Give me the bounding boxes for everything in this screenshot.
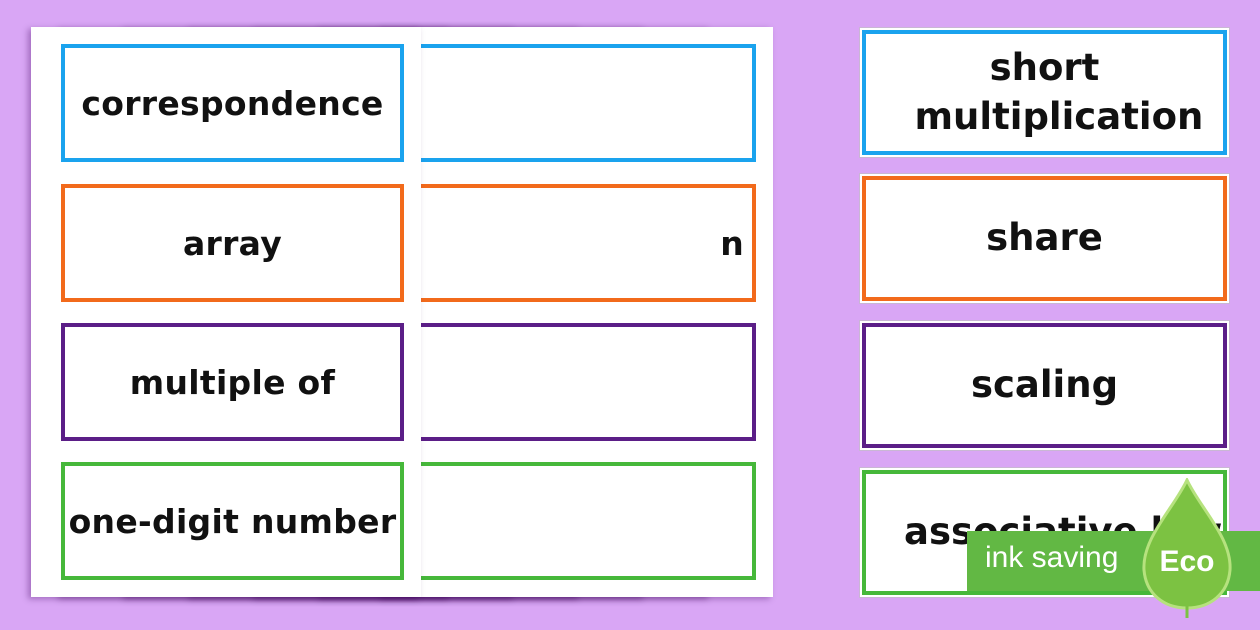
word-card-one-digit-number: one-digit number bbox=[61, 462, 404, 580]
word-card-label: one-digit number bbox=[68, 501, 397, 541]
background-card-fragment: n bbox=[720, 223, 744, 263]
ink-saving-label: ink saving bbox=[985, 541, 1119, 574]
word-card-label: array bbox=[182, 223, 283, 263]
background-word-card: n bbox=[413, 184, 756, 302]
eco-logo-text: Eco bbox=[1159, 545, 1214, 578]
word-card-label: multiple of bbox=[129, 362, 336, 402]
word-card-multiple-of: multiple of bbox=[61, 323, 404, 441]
word-card-label: short multiplication bbox=[914, 46, 1204, 138]
word-card-label: scaling bbox=[970, 363, 1119, 407]
word-card-array: array bbox=[61, 184, 404, 302]
word-card-label: correspondence bbox=[81, 83, 384, 123]
word-card-correspondence: correspondence bbox=[61, 44, 404, 162]
background-sheet: n bbox=[383, 27, 773, 597]
word-card-share: share bbox=[862, 176, 1227, 301]
background-word-card bbox=[413, 323, 756, 441]
word-card-short-multiplication: short multiplication bbox=[862, 30, 1227, 155]
leaf-icon: Eco bbox=[1142, 478, 1232, 618]
word-card-label: share bbox=[986, 216, 1103, 260]
background-word-card bbox=[413, 44, 756, 162]
word-card-scaling: scaling bbox=[862, 323, 1227, 448]
background-word-card bbox=[413, 462, 756, 580]
front-sheet: correspondence array multiple of one-dig… bbox=[31, 27, 421, 597]
